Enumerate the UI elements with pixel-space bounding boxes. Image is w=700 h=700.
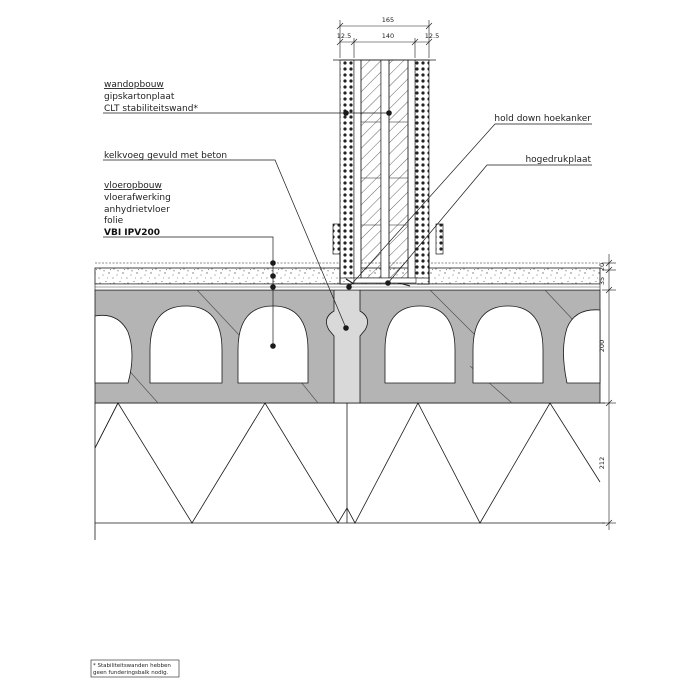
pressure-plate — [353, 277, 417, 284]
dim-beam: 212 — [598, 457, 606, 469]
label-floor-finish: vloerafwerking — [104, 193, 171, 203]
dim-right-board: 12.5 — [425, 32, 439, 40]
footnote-line-1: * Stabiliteitswanden hebben — [93, 663, 171, 669]
dim-left-board: 12.5 — [337, 32, 351, 40]
label-wall-heading: wandopbouw — [104, 80, 164, 90]
label-joint-fill: kelkvoeg gevuld met beton — [104, 151, 227, 161]
label-pressure-plate: hogedrukplaat — [525, 155, 591, 165]
skirting-left — [332, 223, 341, 255]
dim-finish: 20 — [598, 263, 606, 271]
dim-screed: 35 — [598, 277, 606, 285]
right-dimensions — [602, 254, 616, 530]
label-vbi-slab: VBI IPV200 — [104, 228, 160, 238]
dim-slab: 200 — [598, 340, 606, 352]
skirting-right — [435, 223, 444, 255]
leader-markers — [270, 110, 392, 349]
leader-lines — [103, 112, 592, 346]
footnote-line-2: geen funderingsbalk nodig. — [93, 670, 169, 676]
dim-clt-thickness: 140 — [382, 32, 394, 40]
hollow-core-slab — [94, 289, 601, 404]
dim-total-width: 165 — [382, 16, 394, 24]
label-hold-down-anchor: hold down hoekanker — [494, 114, 591, 124]
label-gypsum-board: gipskartonplaat — [104, 92, 175, 102]
label-anhydrite-floor: anhydrietvloer — [104, 205, 170, 215]
top-dimensions — [336, 20, 433, 58]
footnote-box: * Stabiliteitswanden hebben geen funderi… — [90, 659, 180, 678]
foundation-beam — [94, 402, 605, 540]
clt-wall — [333, 59, 436, 279]
label-floor-heading: vloeropbouw — [104, 181, 162, 191]
label-clt-wall: CLT stabiliteitswand* — [104, 104, 198, 114]
label-foil: folie — [104, 216, 124, 226]
